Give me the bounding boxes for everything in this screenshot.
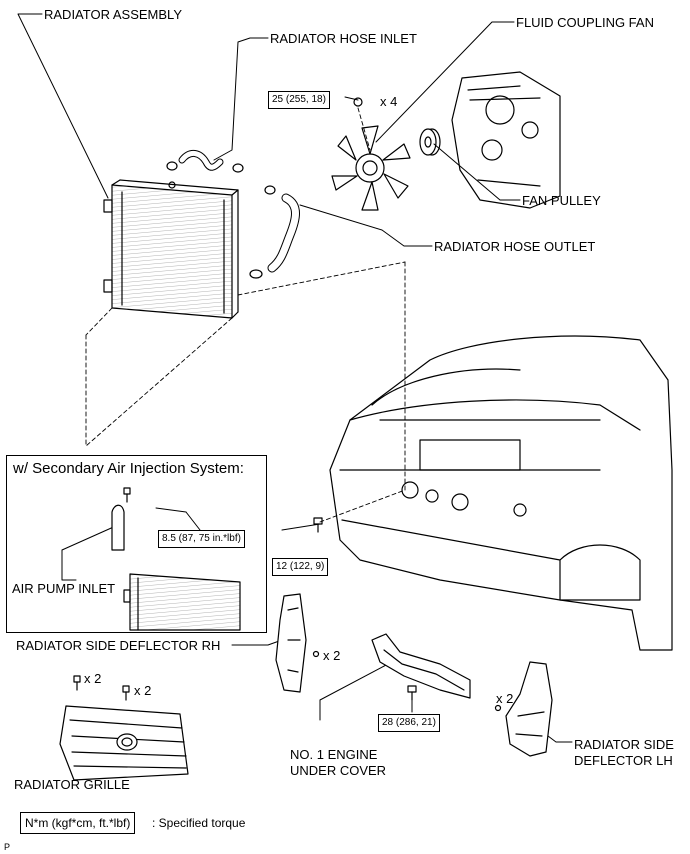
inset-air-pump-drawing: [111, 487, 241, 631]
corner-code: P: [4, 842, 11, 852]
dashed-guide-lines: [85, 107, 406, 523]
label-radiator-side-deflector-lh-line1: RADIATOR SIDE: [574, 737, 674, 752]
vehicle-front-drawing: [329, 335, 673, 651]
radiator-bolt-drawing: [313, 517, 323, 533]
label-radiator-hose-outlet: RADIATOR HOSE OUTLET: [434, 239, 596, 254]
radiator-hose-inlet-drawing: [166, 150, 244, 173]
legend-torque-description: : Specified torque: [152, 816, 246, 830]
count-grille-clip: x 2: [84, 671, 102, 686]
torque-air-pump-bolt: 8.5 (87, 75 in.*lbf): [158, 530, 245, 548]
legend-torque-units-box: N*m (kgf*cm, ft.*lbf): [20, 812, 136, 834]
label-fan-pulley: FAN PULLEY: [522, 193, 601, 208]
torque-fan-nut: 25 (255, 18): [268, 91, 330, 109]
torque-under-cover-bolt: 28 (286, 21): [378, 714, 440, 732]
leader-lines: [17, 13, 573, 761]
label-radiator-assembly: RADIATOR ASSEMBLY: [44, 7, 182, 22]
count-grille-screw: x 2: [134, 683, 152, 698]
radiator-assembly-drawing: [103, 179, 239, 319]
radiator-side-deflector-rh-drawing: [275, 593, 320, 693]
count-deflector-rh: x 2: [323, 648, 341, 663]
label-no1-engine-under-cover-line2: UNDER COVER: [290, 763, 387, 778]
radiator-grille-drawing: [59, 675, 189, 781]
label-no1-engine-under-cover-line1: NO. 1 ENGINE: [290, 747, 378, 762]
secondary-air-injection-inset: w/ Secondary Air Injection System:: [6, 455, 267, 633]
label-fluid-coupling-fan: FLUID COUPLING FAN: [516, 15, 654, 30]
radiator-side-deflector-lh-drawing: [494, 661, 553, 757]
fluid-coupling-fan-drawing: [331, 97, 411, 211]
no1-engine-under-cover-drawing: [371, 633, 471, 701]
label-radiator-hose-inlet: RADIATOR HOSE INLET: [270, 31, 417, 46]
fan-pulley-drawing: [419, 128, 441, 156]
label-air-pump-inlet: AIR PUMP INLET: [12, 581, 116, 596]
label-radiator-grille: RADIATOR GRILLE: [14, 777, 130, 792]
label-radiator-side-deflector-lh-line2: DEFLECTOR LH: [574, 753, 673, 768]
label-radiator-side-deflector-rh: RADIATOR SIDE DEFLECTOR RH: [16, 638, 221, 653]
count-fan-nut: x 4: [380, 94, 398, 109]
radiator-hose-outlet-drawing: [249, 185, 300, 279]
engine-block-drawing: [451, 71, 561, 209]
inset-title: w/ Secondary Air Injection System:: [13, 460, 244, 477]
torque-radiator-bolt: 12 (122, 9): [272, 558, 329, 576]
count-deflector-lh: x 2: [496, 691, 514, 706]
